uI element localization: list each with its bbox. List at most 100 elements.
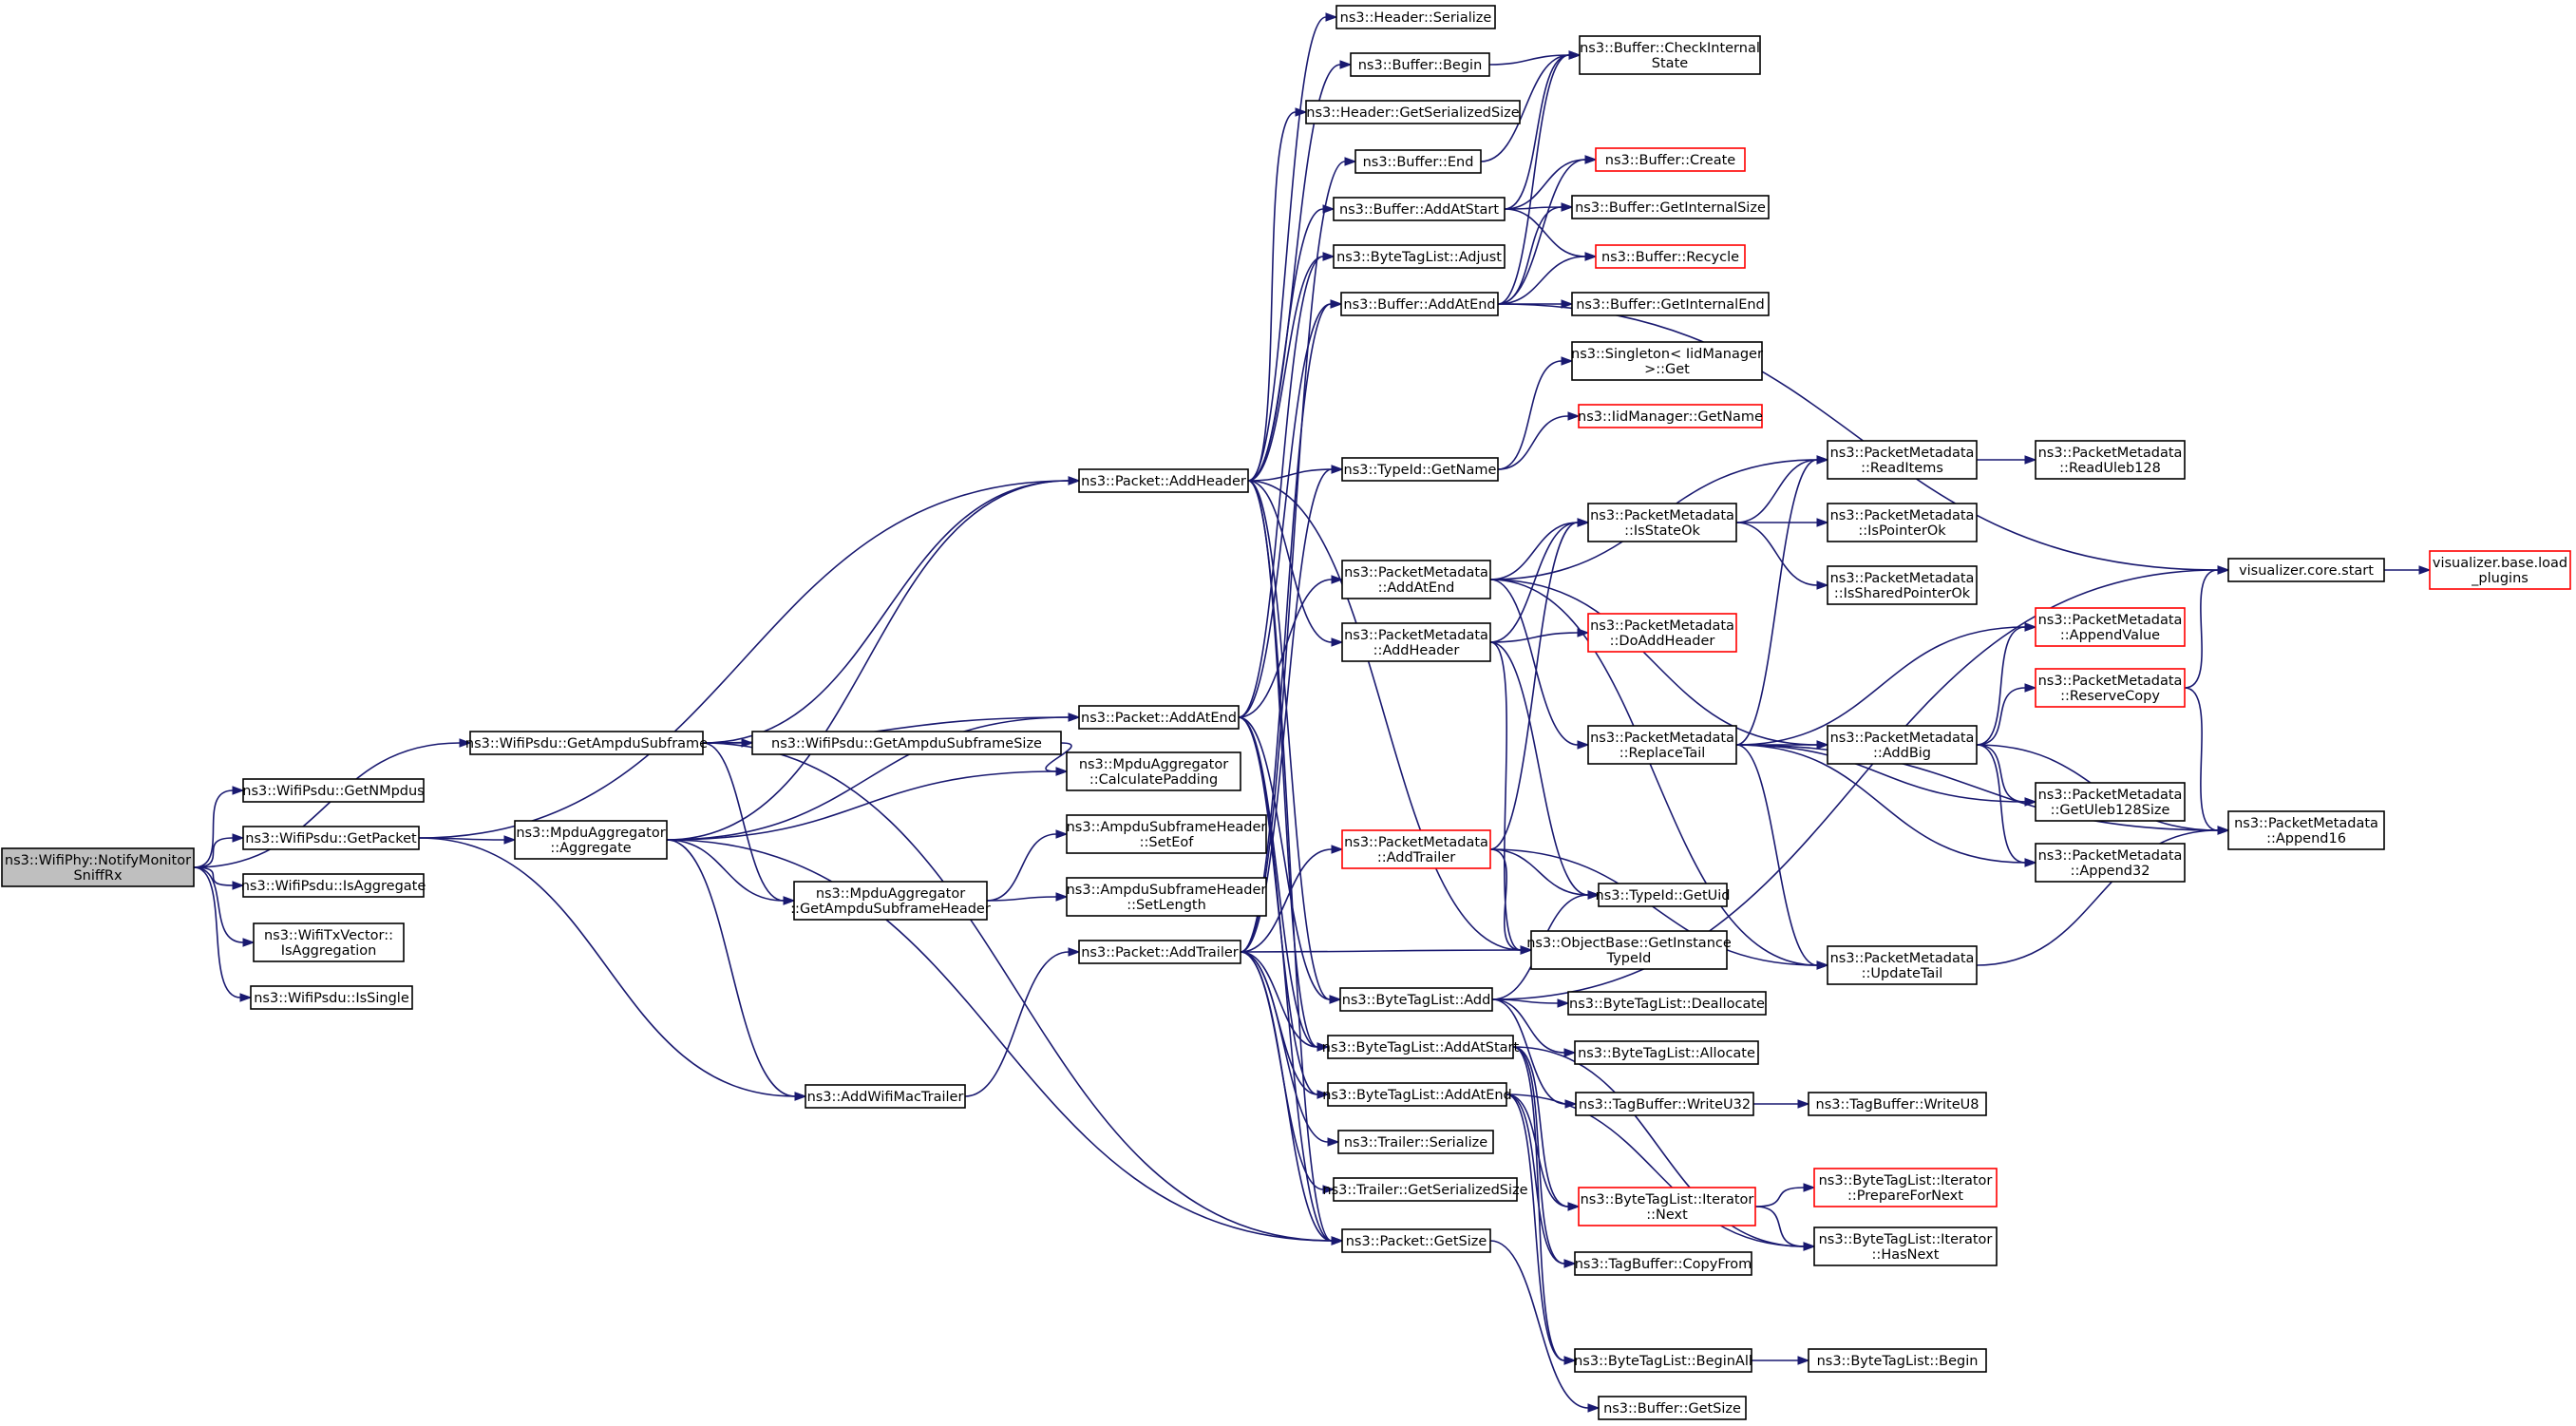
node-pm-get-uleb128-size[interactable]: ns3::PacketMetadata::GetUleb128Size — [2035, 782, 2186, 822]
node-label-line: ns3::AmpduSubframeHeader — [1067, 820, 1267, 835]
node-btl-iter-next[interactable]: ns3::ByteTagList::Iterator::Next — [1578, 1187, 1756, 1226]
node-pm-is-pointer-ok[interactable]: ns3::PacketMetadata::IsPointerOk — [1827, 503, 1978, 542]
node-singleton-get[interactable]: ns3::Singleton< IidManager>::Get — [1571, 341, 1763, 381]
node-pm-add-header[interactable]: ns3::PacketMetadata::AddHeader — [1341, 622, 1491, 662]
node-pm-replace-tail[interactable]: ns3::PacketMetadata::ReplaceTail — [1587, 725, 1737, 765]
edge-packet-add-header-to-header-get-serialized-size — [1247, 107, 1308, 482]
node-get-ampdu-subframe-size[interactable]: ns3::WifiPsdu::GetAmpduSubframeSize — [751, 731, 1062, 755]
node-byte-tag-list-add-at-start[interactable]: ns3::ByteTagList::AddAtStart — [1322, 1035, 1520, 1059]
node-label-line: ns3::Buffer::Create — [1605, 153, 1736, 168]
node-btl-iter-has-next[interactable]: ns3::ByteTagList::Iterator::HasNext — [1813, 1226, 1998, 1266]
edge-packet-add-trailer-to-buffer-add-at-end — [1240, 299, 1343, 953]
node-btl-begin[interactable]: ns3::ByteTagList::Begin — [1808, 1348, 1987, 1373]
node-pm-is-shared-pointer-ok[interactable]: ns3::PacketMetadata::IsSharedPointerOk — [1827, 565, 1978, 605]
edge-pm-add-trailer-to-obj-get-instance-type-id — [1489, 848, 1533, 955]
node-byte-tag-list-add[interactable]: ns3::ByteTagList::Add — [1339, 987, 1493, 1012]
node-byte-tag-list-adjust[interactable]: ns3::ByteTagList::Adjust — [1333, 244, 1506, 269]
node-buffer-add-at-end[interactable]: ns3::Buffer::AddAtEnd — [1340, 292, 1499, 316]
edge-byte-tag-list-add-to-btl-allocate — [1491, 998, 1577, 1057]
node-pm-do-add-header[interactable]: ns3::PacketMetadata::DoAddHeader — [1587, 613, 1737, 653]
node-buffer-add-at-start[interactable]: ns3::Buffer::AddAtStart — [1333, 197, 1506, 221]
node-tb-copy-from[interactable]: ns3::TagBuffer::CopyFrom — [1574, 1251, 1752, 1276]
node-add-wifi-mac-trailer[interactable]: ns3::AddWifiMacTrailer — [805, 1084, 966, 1109]
edge-byte-tag-list-add-at-end-to-btl-iter-has-next — [1506, 1093, 1816, 1251]
node-is-single[interactable]: ns3::WifiPsdu::IsSingle — [250, 985, 413, 1010]
edge-get-packet-to-add-wifi-mac-trailer — [418, 837, 807, 1101]
node-type-id-get-name[interactable]: ns3::TypeId::GetName — [1341, 457, 1499, 482]
node-label-line: ns3::PacketMetadata — [2038, 788, 2183, 803]
node-btl-deallocate[interactable]: ns3::ByteTagList::Deallocate — [1567, 991, 1767, 1016]
node-pm-read-items[interactable]: ns3::PacketMetadata::ReadItems — [1827, 440, 1978, 480]
node-label-line: ns3::AmpduSubframeHeader — [1067, 883, 1267, 898]
node-calc-padding[interactable]: ns3::MpduAggregator::CalculatePadding — [1066, 751, 1241, 791]
node-tb-write-u8[interactable]: ns3::TagBuffer::WriteU8 — [1808, 1092, 1987, 1116]
node-vis-load-plugins[interactable]: visualizer.base.load_plugins — [2429, 550, 2571, 590]
node-packet-add-header[interactable]: ns3::Packet::AddHeader — [1078, 468, 1249, 493]
node-buffer-get-size[interactable]: ns3::Buffer::GetSize — [1598, 1396, 1747, 1420]
node-vis-core-start[interactable]: visualizer.core.start — [2227, 558, 2385, 582]
node-label-line: >::Get — [1644, 362, 1690, 377]
node-buffer-begin[interactable]: ns3::Buffer::Begin — [1350, 52, 1490, 77]
node-pm-add-at-end[interactable]: ns3::PacketMetadata::AddAtEnd — [1341, 560, 1491, 599]
edge-buffer-add-at-end-to-buffer-recycle — [1497, 252, 1598, 305]
edge-get-ampdu-subframe-header-to-set-length — [986, 892, 1069, 902]
node-mpdu-aggregate[interactable]: ns3::MpduAggregator::Aggregate — [514, 820, 668, 860]
node-byte-tag-list-add-at-end[interactable]: ns3::ByteTagList::AddAtEnd — [1322, 1082, 1512, 1107]
node-label-line: ns3::ByteTagList::Allocate — [1578, 1046, 1755, 1061]
node-trailer-serialize[interactable]: ns3::Trailer::Serialize — [1337, 1130, 1494, 1154]
node-type-id-get-uid[interactable]: ns3::TypeId::GetUid — [1596, 883, 1731, 907]
node-pm-append16[interactable]: ns3::PacketMetadata::Append16 — [2227, 810, 2385, 850]
node-set-eof[interactable]: ns3::AmpduSubframeHeader::SetEof — [1066, 814, 1267, 854]
node-label-line: ns3::WifiPsdu::GetAmpduSubframeSize — [771, 736, 1042, 751]
node-label-line: ns3::ByteTagList::Iterator — [1581, 1192, 1754, 1207]
node-pm-is-state-ok[interactable]: ns3::PacketMetadata::IsStateOk — [1587, 503, 1737, 542]
node-buffer-get-internal-end[interactable]: ns3::Buffer::GetInternalEnd — [1571, 292, 1770, 316]
node-pm-append-value[interactable]: ns3::PacketMetadata::AppendValue — [2035, 607, 2186, 647]
edge-pm-replace-tail-to-pm-update-tail — [1735, 744, 1829, 970]
node-label-line: ::Append16 — [2266, 831, 2346, 846]
node-pm-add-trailer[interactable]: ns3::PacketMetadata::AddTrailer — [1341, 829, 1491, 869]
node-get-ampdu-subframe[interactable]: ns3::WifiPsdu::GetAmpduSubframe — [465, 731, 708, 755]
node-trailer-get-serialized-size[interactable]: ns3::Trailer::GetSerializedSize — [1322, 1177, 1528, 1202]
edge-mpdu-aggregate-to-add-wifi-mac-trailer — [666, 839, 807, 1101]
node-tx-is-aggregation[interactable]: ns3::WifiTxVector::IsAggregation — [253, 922, 405, 962]
node-buffer-get-internal-size[interactable]: ns3::Buffer::GetInternalSize — [1571, 195, 1770, 219]
node-packet-add-trailer[interactable]: ns3::Packet::AddTrailer — [1078, 940, 1241, 964]
node-pm-add-big[interactable]: ns3::PacketMetadata::AddBig — [1827, 725, 1978, 765]
node-get-packet[interactable]: ns3::WifiPsdu::GetPacket — [242, 826, 420, 850]
node-label-line: visualizer.core.start — [2239, 563, 2374, 579]
node-pm-read-uleb128[interactable]: ns3::PacketMetadata::ReadUleb128 — [2035, 440, 2186, 480]
node-label-line: ::Append32 — [2071, 864, 2150, 879]
node-btl-begin-all[interactable]: ns3::ByteTagList::BeginAll — [1574, 1348, 1752, 1373]
node-buffer-end[interactable]: ns3::Buffer::End — [1354, 149, 1482, 174]
edge-pm-is-state-ok-to-pm-is-pointer-ok — [1735, 518, 1829, 527]
node-pm-append32[interactable]: ns3::PacketMetadata::Append32 — [2035, 843, 2186, 883]
node-tb-write-u32[interactable]: ns3::TagBuffer::WriteU32 — [1575, 1092, 1754, 1116]
node-packet-add-at-end[interactable]: ns3::Packet::AddAtEnd — [1078, 705, 1240, 730]
node-iid-get-name[interactable]: ns3::IidManager::GetName — [1578, 404, 1763, 428]
edge-pm-read-items-to-pm-read-uleb128 — [1976, 455, 2037, 465]
node-get-nmpdus[interactable]: ns3::WifiPsdu::GetNMpdus — [242, 778, 425, 803]
node-get-ampdu-subframe-header[interactable]: ns3::MpduAggregator::GetAmpduSubframeHea… — [790, 881, 991, 921]
node-pm-reserve-copy[interactable]: ns3::PacketMetadata::ReserveCopy — [2035, 668, 2186, 708]
node-label-line: ns3::IidManager::GetName — [1578, 409, 1763, 425]
node-pm-update-tail[interactable]: ns3::PacketMetadata::UpdateTail — [1827, 945, 1978, 985]
node-label-line: ns3::PacketMetadata — [1344, 835, 1488, 850]
node-header-get-serialized-size[interactable]: ns3::Header::GetSerializedSize — [1305, 100, 1521, 124]
node-buffer-create[interactable]: ns3::Buffer::Create — [1595, 147, 1746, 172]
node-btl-iter-prepare-for-next[interactable]: ns3::ByteTagList::Iterator::PrepareForNe… — [1813, 1168, 1998, 1207]
node-is-aggregate[interactable]: ns3::WifiPsdu::IsAggregate — [241, 873, 426, 898]
node-packet-get-size[interactable]: ns3::Packet::GetSize — [1341, 1228, 1491, 1253]
edge-vis-core-start-to-vis-load-plugins — [2383, 565, 2432, 575]
node-label-line: ns3::TagBuffer::WriteU8 — [1816, 1097, 1979, 1112]
edge-pm-add-big-to-pm-append-value — [1976, 622, 2037, 746]
node-header-serialize[interactable]: ns3::Header::Serialize — [1335, 5, 1496, 29]
node-btl-allocate[interactable]: ns3::ByteTagList::Allocate — [1574, 1040, 1759, 1065]
node-set-length[interactable]: ns3::AmpduSubframeHeader::SetLength — [1066, 877, 1267, 917]
node-label-line: ns3::PacketMetadata — [1830, 446, 1975, 461]
node-buffer-recycle[interactable]: ns3::Buffer::Recycle — [1595, 244, 1746, 269]
